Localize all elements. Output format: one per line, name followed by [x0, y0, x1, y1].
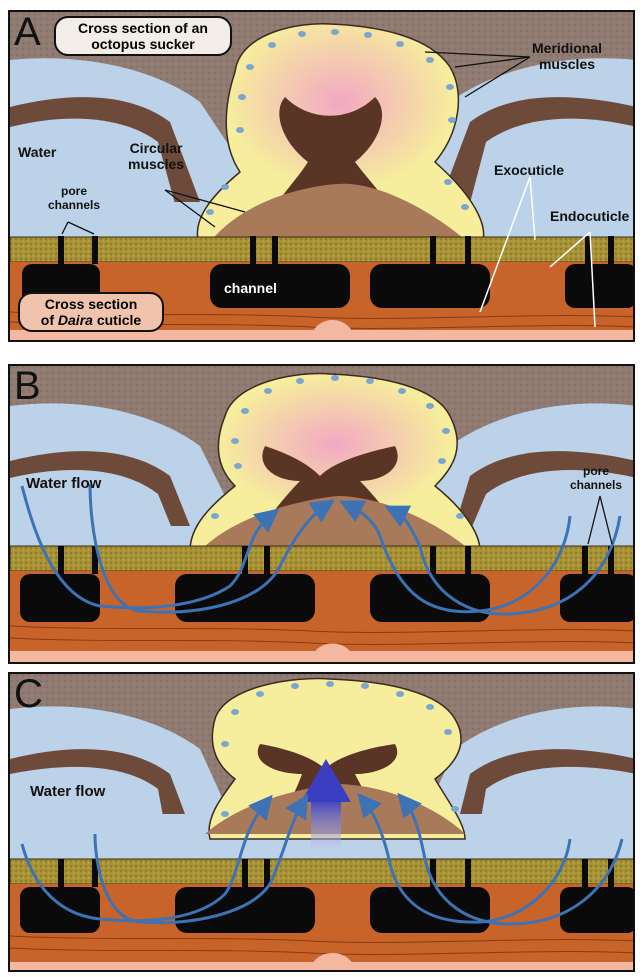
water-flow-label-b: Water flow — [26, 476, 101, 492]
circular-muscles-label: Circular muscles — [128, 140, 184, 172]
pore-channels-label-a: pore channels — [48, 184, 100, 212]
pore-channels-label-b: pore channels — [570, 464, 622, 492]
panel-c: C Water flow — [8, 672, 635, 972]
exocuticle-label: Exocuticle — [494, 162, 564, 178]
meridional-line2: muscles — [532, 56, 602, 72]
panel-c-illustration — [10, 674, 635, 972]
meridional-label: Meridional muscles — [532, 40, 602, 72]
sucker-title-bubble: Cross section of an octopus sucker — [54, 16, 232, 56]
sucker-title-line2: octopus sucker — [62, 36, 224, 52]
panel-letter-a: A — [14, 10, 41, 55]
pore-line1: pore — [48, 184, 100, 198]
cuticle-title-line1: Cross section — [26, 296, 156, 312]
circular-line1: Circular — [128, 140, 184, 156]
cuticle-rest: cuticle — [93, 312, 141, 328]
pore-line1-b: pore — [570, 464, 622, 478]
cuticle-of: of — [41, 312, 58, 328]
panel-a: A Cross section of an octopus sucker Mer… — [8, 10, 635, 342]
circular-line2: muscles — [128, 156, 184, 172]
panel-b-illustration — [10, 366, 635, 664]
meridional-line1: Meridional — [532, 40, 602, 56]
cuticle-title-bubble: Cross section of Daira cuticle — [18, 292, 164, 332]
pore-line2: channels — [48, 198, 100, 212]
water-flow-label-c: Water flow — [30, 784, 105, 800]
pore-line2-b: channels — [570, 478, 622, 492]
water-label: Water — [18, 144, 56, 160]
channel-label: channel — [224, 280, 277, 296]
cuticle-title-line2: of Daira cuticle — [26, 312, 156, 328]
endocuticle-label: Endocuticle — [550, 208, 629, 224]
cuticle-daira: Daira — [58, 312, 93, 328]
sucker-title-line1: Cross section of an — [62, 20, 224, 36]
panel-letter-b: B — [14, 364, 41, 409]
panel-b: B Water flow pore channels — [8, 364, 635, 664]
panel-letter-c: C — [14, 672, 43, 717]
exocuticle-layer — [10, 237, 635, 262]
